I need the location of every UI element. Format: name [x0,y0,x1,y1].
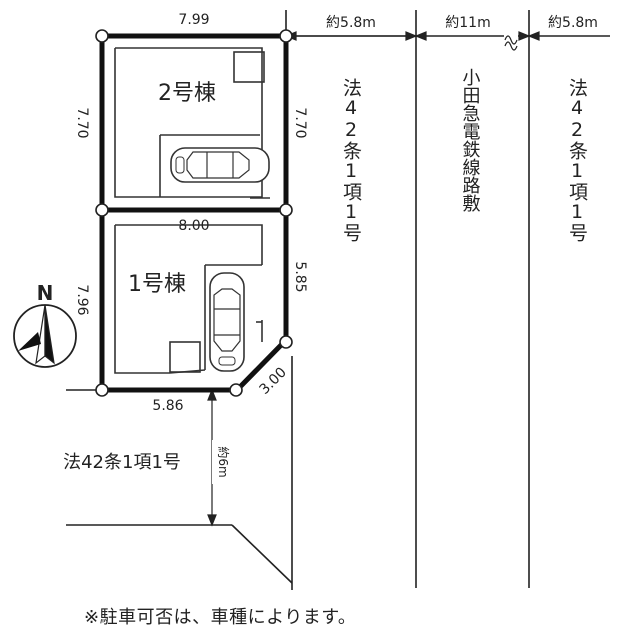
break-mark [504,28,518,51]
dim-right-upper: 7.70 [292,107,308,138]
dim-right-lower: 5.85 [292,261,308,292]
road-lines [66,10,610,590]
dim-left-upper: 7.70 [74,107,90,138]
road-width-south: 約6m [216,446,231,477]
car-icon [209,272,245,372]
lot-outline [99,33,289,393]
dim-left-lower: 7.96 [74,284,90,315]
building-2-label: 2号棟 [158,81,216,106]
dim-middle-width: 8.00 [178,218,209,234]
car-icon [170,147,270,183]
compass-icon [13,304,77,368]
dim-top-width: 7.99 [178,12,209,28]
road-label-east-1: 法42条1項1号 [340,78,362,242]
road-width-east-2: 約5.8m [548,15,598,31]
dim-corner-cut: 3.00 [256,364,289,397]
railway-label: 小田急電鉄線路敷 [460,68,481,213]
road-width-east-1: 約5.8m [326,15,376,31]
building-1-label: 1号棟 [128,272,186,297]
building-2-outline [114,47,270,199]
dim-bottom-width: 5.86 [152,398,183,414]
north-label: N [37,281,54,305]
road-width-dimensions [207,31,540,527]
road-label-east-2: 法42条1項1号 [566,78,588,242]
footnote: ※駐車可否は、車種によります。 [84,607,357,628]
road-width-railway: 約11m [445,15,490,31]
road-label-south: 法42条1項1号 [63,452,181,473]
building-1-outline [114,224,263,374]
survey-points [95,29,293,397]
